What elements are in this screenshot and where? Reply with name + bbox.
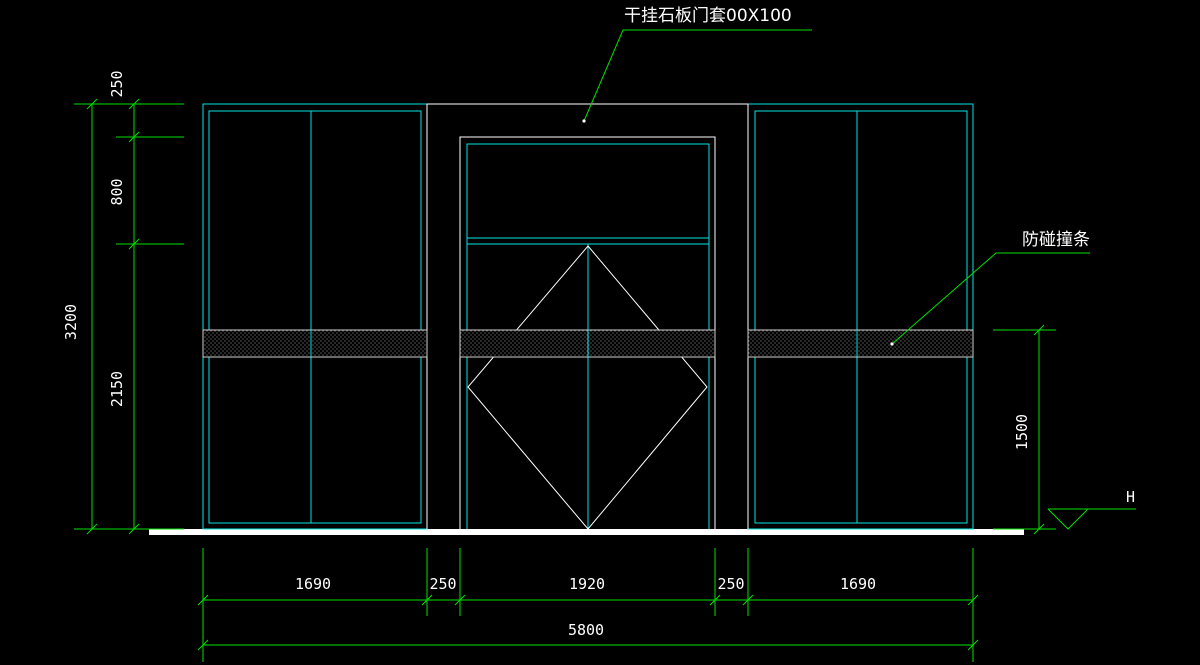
dim-overall-5800: 5800 xyxy=(568,621,604,639)
dim-left-2150: 2150 xyxy=(108,371,126,407)
bump-strip xyxy=(202,329,974,358)
dim-left-total: 3200 xyxy=(62,304,80,340)
left-dimension-chain xyxy=(74,98,184,535)
dim-bottom-250-left: 250 xyxy=(429,575,456,593)
level-symbol xyxy=(1047,508,1136,530)
bump-strip-label: 防碰撞条 xyxy=(1022,230,1090,250)
dim-bottom-250-right: 250 xyxy=(717,575,744,593)
dim-bottom-1920: 1920 xyxy=(569,575,605,593)
bottom-dimension-chain xyxy=(197,548,979,662)
level-mark: H xyxy=(1126,488,1135,506)
dim-right-1500: 1500 xyxy=(1013,414,1031,450)
dim-left-250: 250 xyxy=(108,70,126,97)
dim-bottom-1690-left: 1690 xyxy=(295,575,331,593)
right-dimension xyxy=(993,324,1056,535)
left-panel xyxy=(202,103,428,530)
dim-bottom-1690-right: 1690 xyxy=(840,575,876,593)
dim-left-800: 800 xyxy=(108,178,126,205)
door-frame-label: 干挂石板门套00X100 xyxy=(624,6,792,26)
right-panel xyxy=(747,103,974,530)
ground-line xyxy=(149,529,1024,535)
leader-door-frame xyxy=(582,29,812,123)
leader-bump-strip xyxy=(890,252,1090,346)
